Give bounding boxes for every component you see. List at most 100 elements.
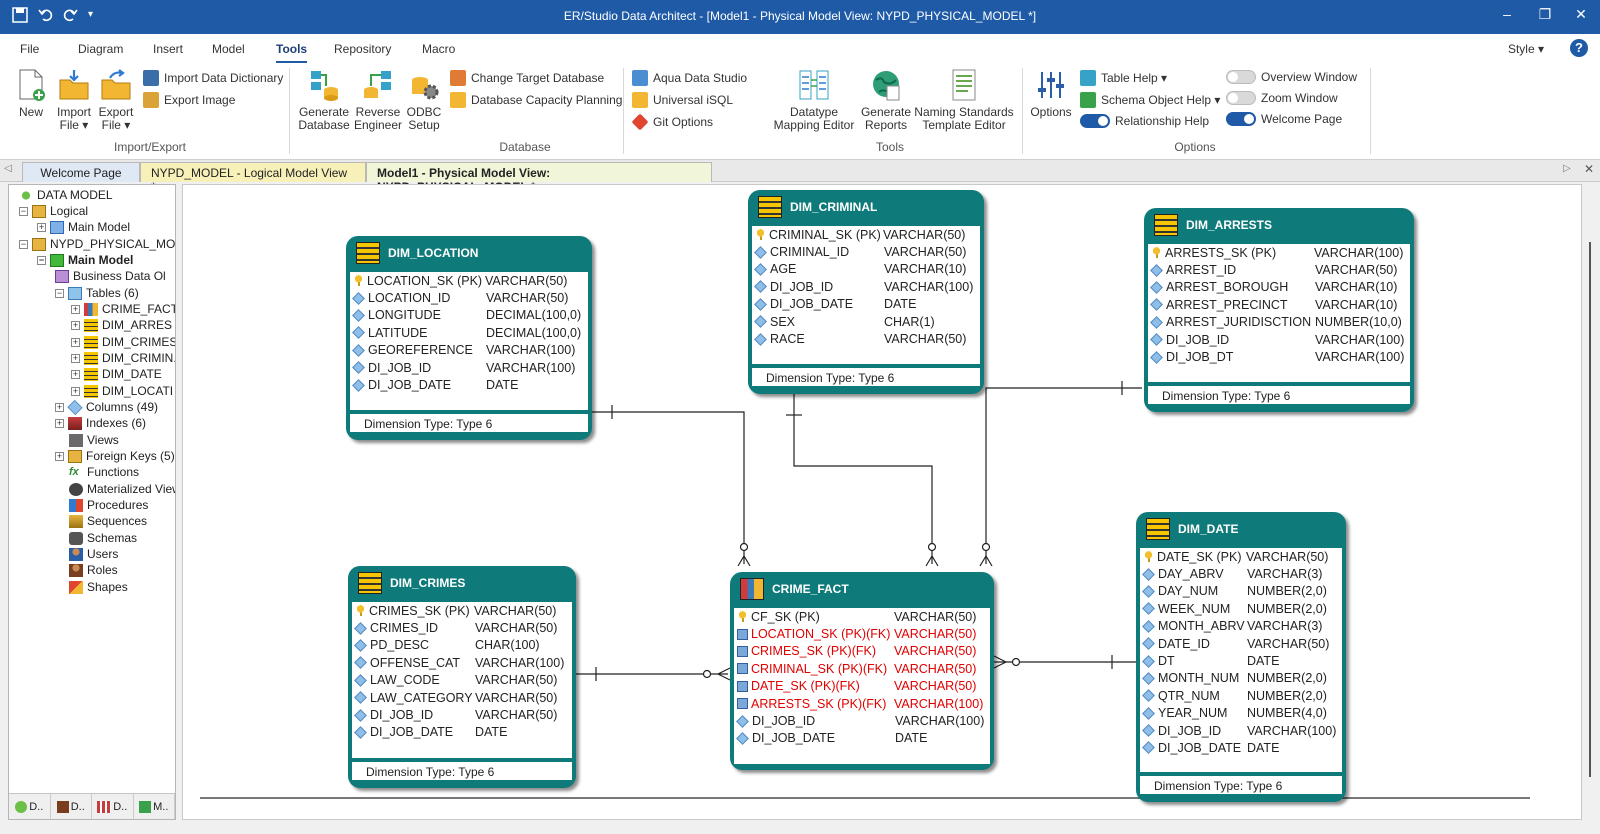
tree-item-physical-main-model[interactable]: −Main Model	[37, 252, 133, 268]
expand-icon[interactable]: +	[55, 401, 64, 412]
import-file-button[interactable]: Import File ▾	[54, 68, 94, 132]
tree-item-roles[interactable]: Roles	[69, 562, 118, 578]
table-help-button[interactable]: Table Help ▾	[1080, 70, 1167, 86]
horizontal-scrollbar[interactable]	[200, 797, 1530, 799]
collapse-icon[interactable]: −	[19, 205, 28, 216]
welcome-page-toggle[interactable]: Welcome Page	[1226, 112, 1342, 126]
menu-macro[interactable]: Macro	[422, 42, 456, 56]
vertical-scrollbar[interactable]	[1586, 242, 1598, 777]
tab-logical-model[interactable]: NYPD_MODEL - Logical Model View *	[140, 162, 366, 194]
relationship-help-toggle[interactable]: Relationship Help	[1080, 114, 1209, 128]
tab-physical-model[interactable]: Model1 - Physical Model View: NYPD_PHYSI…	[366, 162, 712, 194]
tree-item-sequences[interactable]: Sequences	[69, 513, 147, 529]
entity-dim-date[interactable]: DIM_DATE DATE_SK (PK)VARCHAR(50) DAY_ABR…	[1136, 512, 1346, 802]
tree-item-data-model[interactable]: DATA MODEL	[19, 187, 113, 203]
welcome-page-switch[interactable]	[1226, 112, 1256, 126]
menu-file[interactable]: File	[20, 42, 40, 56]
reverse-engineer-button[interactable]: Reverse Engineer	[352, 68, 404, 132]
entity-dim-location[interactable]: DIM_LOCATION LOCATION_SK (PK)VARCHAR(50)…	[346, 236, 592, 440]
import-data-dictionary-button[interactable]: Import Data Dictionary	[143, 70, 283, 86]
universal-isql-button[interactable]: Universal iSQL	[632, 92, 733, 108]
export-image-button[interactable]: Export Image	[143, 92, 235, 108]
tree-item-tables[interactable]: −Tables (6)	[55, 285, 139, 301]
schema-object-help-button[interactable]: Schema Object Help ▾	[1080, 92, 1220, 108]
datatype-mapping-editor-button[interactable]: Datatype Mapping Editor	[768, 68, 860, 132]
tree-item-table-dim-criminal[interactable]: +DIM_CRIMIN.	[71, 350, 175, 366]
new-button[interactable]: New	[14, 68, 48, 119]
overview-window-switch[interactable]	[1226, 70, 1256, 84]
tree-item-columns[interactable]: +Columns (49)	[55, 399, 158, 415]
expand-icon[interactable]: +	[71, 319, 80, 330]
export-file-button[interactable]: Export File ▾	[96, 68, 136, 132]
help-icon[interactable]: ?	[1570, 39, 1588, 57]
options-button[interactable]: Options	[1028, 68, 1074, 119]
entity-dim-criminal[interactable]: DIM_CRIMINAL CRIMINAL_SK (PK)VARCHAR(50)…	[748, 190, 984, 394]
expand-icon[interactable]: +	[71, 352, 80, 363]
change-target-database-button[interactable]: Change Target Database	[450, 70, 604, 86]
tab-welcome-page[interactable]: Welcome Page	[22, 162, 140, 182]
quick-access-dropdown-icon[interactable]: ▾	[88, 9, 94, 20]
tree-item-users[interactable]: Users	[69, 546, 118, 562]
tree-item-table-dim-date[interactable]: +DIM_DATE	[71, 366, 162, 382]
expand-icon[interactable]: +	[37, 221, 46, 232]
close-tab-icon[interactable]: ✕	[1584, 162, 1595, 176]
tab-macros[interactable]: M..	[134, 794, 175, 819]
tree-item-table-crime-fact[interactable]: +CRIME_FACT	[71, 301, 175, 317]
expand-icon[interactable]: +	[71, 336, 80, 347]
restore-button[interactable]: ❐	[1538, 6, 1552, 22]
tree-item-table-dim-location[interactable]: +DIM_LOCATI	[71, 383, 173, 399]
odbc-setup-button[interactable]: ODBC Setup	[404, 68, 444, 132]
expand-icon[interactable]: +	[71, 385, 80, 396]
relationship-help-switch[interactable]	[1080, 114, 1110, 128]
entity-dim-crimes[interactable]: DIM_CRIMES CRIMES_SK (PK)VARCHAR(50) CRI…	[348, 566, 576, 788]
tree-item-schemas[interactable]: Schemas	[69, 530, 137, 546]
collapse-icon[interactable]: −	[19, 238, 28, 249]
tree-item-table-dim-arrests[interactable]: +DIM_ARRES	[71, 317, 172, 333]
expand-icon[interactable]: +	[55, 417, 64, 428]
menu-model[interactable]: Model	[212, 42, 245, 56]
entity-crime-fact[interactable]: CRIME_FACT CF_SK (PK)VARCHAR(50) LOCATIO…	[730, 572, 994, 770]
tree-item-logical-main-model[interactable]: +Main Model	[37, 219, 130, 235]
collapse-icon[interactable]: −	[55, 287, 64, 298]
menu-repository[interactable]: Repository	[334, 42, 392, 56]
tree-item-materialized-views[interactable]: Materialized View	[69, 481, 175, 497]
menu-tools[interactable]: Tools	[276, 42, 308, 63]
menu-diagram[interactable]: Diagram	[78, 42, 124, 56]
tree-item-logical[interactable]: −Logical	[19, 203, 88, 219]
tree-item-indexes[interactable]: +Indexes (6)	[55, 415, 146, 431]
expand-icon[interactable]: +	[71, 303, 80, 314]
entity-dim-arrests[interactable]: DIM_ARRESTS ARRESTS_SK (PK)VARCHAR(100) …	[1144, 208, 1414, 412]
tree-item-business-data-objects[interactable]: Business Data Ol	[55, 268, 166, 284]
tree-item-shapes[interactable]: Shapes	[69, 579, 128, 595]
overview-window-toggle[interactable]: Overview Window	[1226, 70, 1357, 84]
tabs-scroll-right-icon[interactable]: ▷	[1563, 163, 1571, 174]
tree-item-foreign-keys[interactable]: +Foreign Keys (5)	[55, 448, 175, 464]
database-capacity-planning-button[interactable]: Database Capacity Planning	[450, 92, 622, 108]
undo-icon[interactable]	[38, 7, 54, 27]
tab-data-lineage[interactable]: D..	[92, 794, 134, 819]
naming-standards-button[interactable]: Naming Standards Template Editor	[912, 68, 1016, 132]
tree-item-table-dim-crimes[interactable]: +DIM_CRIMES	[71, 334, 175, 350]
menu-insert[interactable]: Insert	[153, 42, 184, 56]
tab-data-model[interactable]: D..	[9, 794, 51, 819]
tabs-scroll-left-icon[interactable]: ◁	[4, 163, 12, 174]
tree-item-views[interactable]: Views	[69, 432, 119, 448]
tree-item-physical-model[interactable]: −NYPD_PHYSICAL_MOI	[19, 236, 175, 252]
close-button[interactable]: ✕	[1575, 6, 1587, 22]
tree-item-procedures[interactable]: Procedures	[69, 497, 148, 513]
redo-icon[interactable]	[62, 7, 78, 27]
scrollbar-thumb[interactable]	[1589, 242, 1591, 777]
save-icon[interactable]	[12, 7, 28, 27]
git-options-button[interactable]: Git Options	[631, 113, 713, 131]
zoom-window-switch[interactable]	[1226, 91, 1256, 105]
zoom-window-toggle[interactable]: Zoom Window	[1226, 91, 1338, 105]
style-menu[interactable]: Style ▾	[1507, 42, 1544, 56]
collapse-icon[interactable]: −	[37, 254, 46, 265]
generate-reports-button[interactable]: Generate Reports	[860, 68, 912, 132]
aqua-data-studio-button[interactable]: Aqua Data Studio	[632, 70, 747, 86]
minimize-button[interactable]: –	[1503, 6, 1511, 22]
tab-data-dictionary[interactable]: D..	[51, 794, 92, 819]
expand-icon[interactable]: +	[55, 450, 64, 461]
generate-database-button[interactable]: Generate Database	[296, 68, 352, 132]
